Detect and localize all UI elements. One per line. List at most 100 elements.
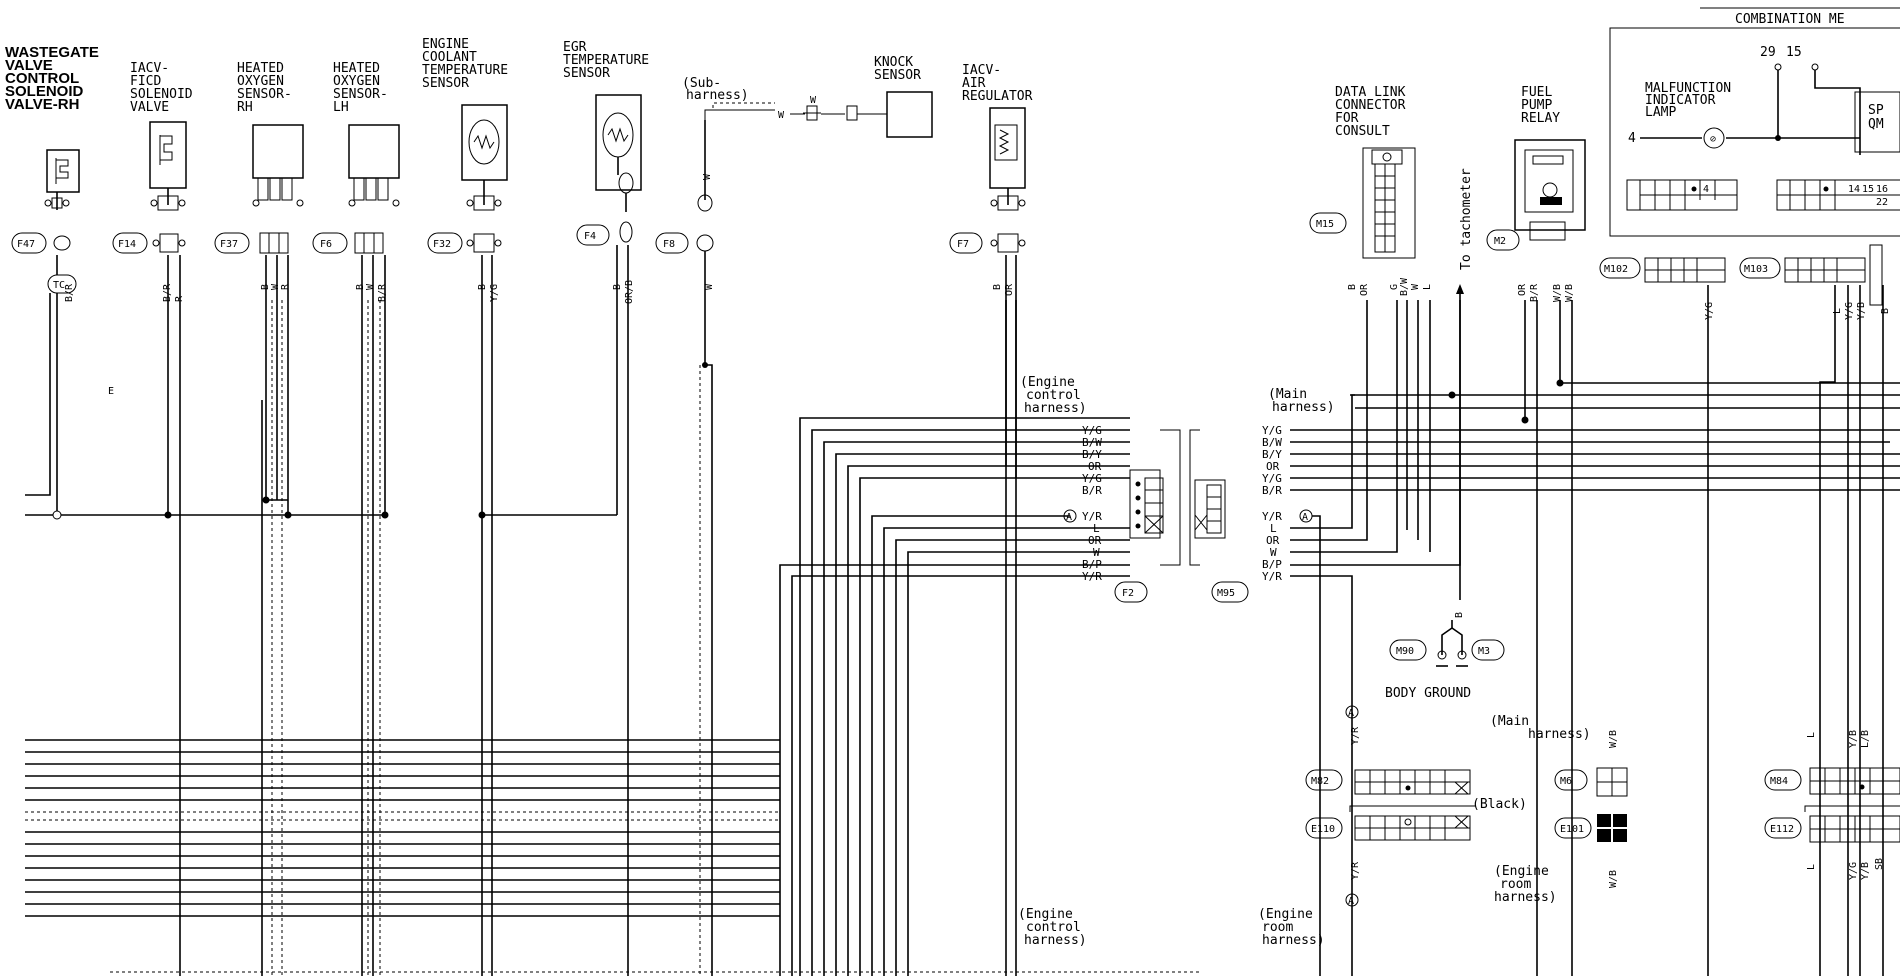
svg-text:B/R: B/R xyxy=(1529,283,1540,302)
to-tachometer-label: To tachometer xyxy=(1459,168,1474,270)
iacv-ficd-label: IACV- FICD SOLENOID VALVE xyxy=(130,61,193,115)
svg-text:SOLENOID: SOLENOID xyxy=(5,83,84,100)
svg-text:TEMPERATURE: TEMPERATURE xyxy=(563,53,649,68)
svg-text:harness): harness) xyxy=(1024,933,1087,948)
f2-right-pin-labels: Y/G B/W B/Y OR Y/G B/R Y/R L OR W B/P Y/… xyxy=(1262,424,1282,583)
svg-text:OR: OR xyxy=(1517,283,1528,296)
svg-text:A: A xyxy=(1066,512,1072,523)
engine-control-harness-label: (Engine control harness) xyxy=(1020,375,1087,416)
svg-text:DATA LINK: DATA LINK xyxy=(1335,85,1406,100)
svg-text:SENSOR-: SENSOR- xyxy=(237,87,292,102)
dlc-label: DATA LINK CONNECTOR FOR CONSULT xyxy=(1335,85,1406,139)
svg-text:W: W xyxy=(1093,546,1100,559)
svg-text:B/R: B/R xyxy=(377,283,388,302)
meter-connector-right: 14 15 16 22 xyxy=(1776,179,1900,211)
svg-text:OXYGEN: OXYGEN xyxy=(333,74,380,89)
mil-lamp-icon xyxy=(1703,127,1725,149)
svg-text:A: A xyxy=(1348,896,1354,907)
svg-text:M15: M15 xyxy=(1316,219,1334,230)
svg-text:M102: M102 xyxy=(1604,264,1628,275)
pin-4: 4 xyxy=(1628,131,1636,146)
svg-text:TEMPERATURE: TEMPERATURE xyxy=(422,63,508,78)
svg-text:KNOCK: KNOCK xyxy=(874,55,913,70)
svg-text:E112: E112 xyxy=(1770,824,1794,835)
wires xyxy=(25,245,1130,976)
main-harness-wires xyxy=(1290,284,1900,976)
ho2s-rh-icon xyxy=(252,124,304,207)
svg-text:W: W xyxy=(778,110,785,121)
ho2s-lh-label: HEATED OXYGEN SENSOR- LH xyxy=(333,61,388,115)
svg-text:(Main: (Main xyxy=(1268,387,1307,402)
page-title: COMBINATION ME xyxy=(1735,12,1845,27)
knock-sensor-label: KNOCK SENSOR xyxy=(874,55,921,83)
svg-text:Y/B: Y/B xyxy=(1848,730,1859,748)
svg-text:Y/G: Y/G xyxy=(1082,424,1102,437)
svg-text:SENSOR: SENSOR xyxy=(563,66,610,81)
svg-text:M3: M3 xyxy=(1478,646,1490,657)
connector-m6: M6 xyxy=(1554,767,1628,797)
svg-text:M103: M103 xyxy=(1744,264,1768,275)
svg-text:L: L xyxy=(1806,732,1817,738)
connector-e110: E110 xyxy=(1305,805,1475,841)
svg-text:B/R: B/R xyxy=(1082,484,1102,497)
svg-text:B/W: B/W xyxy=(1399,277,1410,296)
engine-control-harness-label-2: (Engine control harness) xyxy=(1018,907,1087,948)
ect-sensor-icon xyxy=(461,104,508,211)
svg-text:SB: SB xyxy=(1874,858,1885,870)
svg-text:SENSOR: SENSOR xyxy=(422,76,469,91)
svg-text:R: R xyxy=(280,283,291,290)
svg-text:OR: OR xyxy=(1088,460,1102,473)
svg-text:B/Y: B/Y xyxy=(1082,448,1102,461)
svg-text:harness): harness) xyxy=(686,88,749,103)
svg-text:B: B xyxy=(1347,284,1358,290)
svg-text:F37: F37 xyxy=(220,239,238,250)
svg-text:room: room xyxy=(1500,877,1531,892)
fuel-pump-relay-label: FUEL PUMP RELAY xyxy=(1521,85,1560,126)
svg-text:Y/G: Y/G xyxy=(1844,302,1855,320)
svg-text:INDICATOR: INDICATOR xyxy=(1645,93,1716,108)
svg-text:W: W xyxy=(704,283,715,290)
svg-text:LAMP: LAMP xyxy=(1645,105,1676,120)
connector-f32: F32 xyxy=(427,232,463,254)
svg-text:REGULATOR: REGULATOR xyxy=(962,89,1033,104)
wastegate-label: WASTEGATE VALVE CONTROL SOLENOID VALVE-R… xyxy=(5,44,99,113)
connector-e112: E112 xyxy=(1764,805,1900,843)
svg-text:harness): harness) xyxy=(1494,890,1557,905)
svg-text:(Engine: (Engine xyxy=(1258,907,1313,922)
svg-text:B: B xyxy=(1880,308,1891,314)
connector-f6: F6 xyxy=(312,232,348,254)
svg-text:M82: M82 xyxy=(1311,776,1329,787)
svg-text:F32: F32 xyxy=(433,239,451,250)
svg-text:VALVE: VALVE xyxy=(130,100,169,115)
svg-text:OR: OR xyxy=(1088,534,1102,547)
meter-connector-left: 4 xyxy=(1626,179,1738,211)
svg-text:B/P: B/P xyxy=(1262,558,1282,571)
svg-text:OR/B: OR/B xyxy=(624,280,635,304)
svg-text:VALVE-RH: VALVE-RH xyxy=(5,96,79,113)
svg-text:CONSULT: CONSULT xyxy=(1335,124,1390,139)
svg-text:L: L xyxy=(1832,308,1843,314)
svg-text:L/B: L/B xyxy=(1860,730,1871,748)
svg-text:AIR: AIR xyxy=(962,76,986,91)
iacv-air-regulator-icon xyxy=(989,107,1026,211)
ho2s-rh-label: HEATED OXYGEN SENSOR- RH xyxy=(237,61,292,115)
svg-text:BODY GROUND: BODY GROUND xyxy=(1385,686,1471,701)
svg-text:F14: F14 xyxy=(118,239,136,250)
svg-text:M95: M95 xyxy=(1217,588,1235,599)
svg-text:FUEL: FUEL xyxy=(1521,85,1552,100)
connector-f37: F37 xyxy=(214,232,250,254)
svg-text:harness): harness) xyxy=(1272,400,1335,415)
black-label: (Black) xyxy=(1472,797,1527,812)
connector-m82: M82 xyxy=(1305,769,1471,795)
svg-text:B/Y: B/Y xyxy=(1262,448,1282,461)
svg-text:Y/B: Y/B xyxy=(1860,862,1871,880)
egr-sensor-icon xyxy=(595,94,642,243)
svg-text:control: control xyxy=(1026,920,1081,935)
f2-left-pin-labels: Y/G B/W B/Y OR Y/G B/R Y/R L OR W B/P Y/… xyxy=(1082,424,1102,583)
svg-text:SOLENOID: SOLENOID xyxy=(130,87,193,102)
svg-text:L: L xyxy=(1806,864,1817,870)
svg-text:W/B: W/B xyxy=(1552,284,1563,302)
connector-tc: TC xyxy=(47,274,77,294)
svg-text:Y/B: Y/B xyxy=(1856,302,1867,320)
svg-text:QM: QM xyxy=(1868,117,1884,132)
